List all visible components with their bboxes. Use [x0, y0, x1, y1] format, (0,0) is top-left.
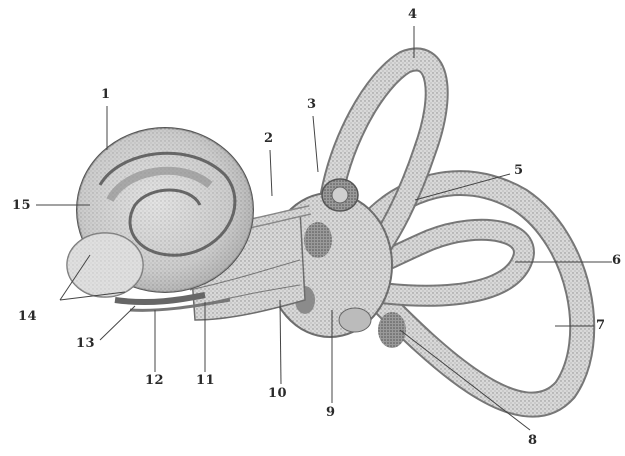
label-15: 15 [12, 199, 31, 212]
label-10: 10 [268, 387, 287, 400]
label-2: 2 [264, 132, 274, 145]
label-8: 8 [528, 434, 538, 447]
label-6: 6 [612, 254, 622, 267]
label-7: 7 [596, 319, 606, 332]
label-12: 12 [145, 374, 164, 387]
label-3: 3 [307, 98, 317, 111]
label-14: 14 [18, 310, 37, 323]
label-4: 4 [408, 8, 418, 21]
label-13: 13 [76, 337, 95, 350]
label-9: 9 [326, 406, 336, 419]
label-11: 11 [196, 374, 215, 387]
label-5: 5 [514, 164, 524, 177]
label-1: 1 [101, 88, 111, 101]
